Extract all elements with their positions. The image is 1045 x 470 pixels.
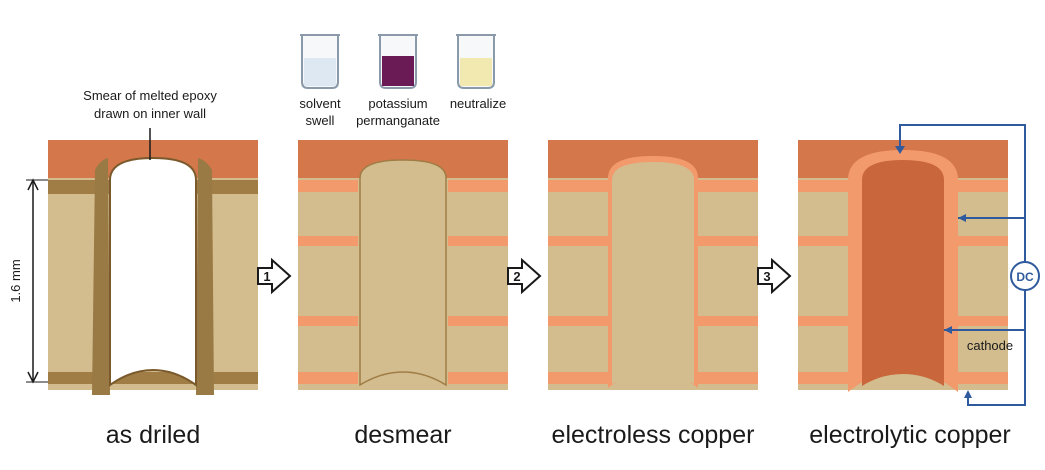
step-arrow-2: 2 bbox=[507, 257, 542, 295]
copper-layer bbox=[798, 316, 858, 326]
circuit-wire-top bbox=[899, 124, 1026, 262]
beaker-label-line-2: swell bbox=[306, 113, 335, 128]
copper-layer bbox=[448, 316, 508, 326]
panel-desmear: desmear bbox=[298, 140, 508, 449]
panel-as-drilled: Smear of melted epoxy drawn on inner wal… bbox=[8, 88, 258, 449]
cleaned-hole bbox=[359, 159, 447, 387]
step-caption: electroless copper bbox=[552, 421, 755, 449]
copper-layer bbox=[448, 372, 508, 384]
arrow-right-icon bbox=[507, 257, 542, 295]
cathode-label: cathode bbox=[967, 338, 1013, 353]
copper-layer bbox=[698, 180, 758, 192]
annotation-line-2: drawn on inner wall bbox=[94, 106, 206, 121]
copper-layer bbox=[298, 180, 358, 192]
step-caption: desmear bbox=[354, 421, 451, 449]
copper-layer bbox=[548, 236, 608, 246]
copper-layer bbox=[298, 372, 358, 384]
beaker-liquid bbox=[460, 58, 492, 86]
step-caption: electrolytic copper bbox=[809, 421, 1010, 449]
step-arrow-3: 3 bbox=[757, 257, 792, 295]
panel-electrolytic-copper: DC cathode electrolytic copper bbox=[798, 124, 1040, 449]
copper-layer bbox=[548, 180, 608, 192]
beaker-neutralize: neutralize bbox=[450, 34, 506, 111]
beaker-label-line-2: permanganate bbox=[356, 113, 440, 128]
epoxy-smear-left bbox=[92, 158, 110, 395]
dimension-label: 1.6 mm bbox=[8, 259, 23, 302]
hole-interior bbox=[612, 162, 694, 384]
beaker-label-line-1: potassium bbox=[368, 96, 427, 111]
copper-layer bbox=[548, 372, 608, 384]
copper-layer bbox=[548, 316, 608, 326]
copper-layer bbox=[798, 372, 858, 384]
beaker-liquid bbox=[382, 56, 414, 86]
step-badge: 2 bbox=[513, 269, 520, 284]
epoxy-smear-right bbox=[196, 158, 214, 395]
arrow-right-icon bbox=[257, 257, 292, 295]
copper-layer bbox=[798, 180, 858, 192]
step-badge: 3 bbox=[763, 269, 770, 284]
beaker-label-line-1: neutralize bbox=[450, 96, 506, 111]
beaker-solvent-swell: solvent swell bbox=[299, 34, 341, 128]
copper-layer bbox=[448, 180, 508, 192]
copper-layer bbox=[298, 316, 358, 326]
copper-layer bbox=[948, 372, 1008, 384]
step-arrow-1: 1 bbox=[257, 257, 292, 295]
copper-layer bbox=[948, 236, 1008, 246]
copper-layer bbox=[698, 236, 758, 246]
step-caption: as driled bbox=[106, 421, 201, 449]
current-arrow-icon bbox=[958, 214, 966, 222]
copper-layer bbox=[698, 316, 758, 326]
dc-power-source-icon bbox=[1010, 261, 1040, 291]
drilled-hole bbox=[109, 156, 197, 387]
current-arrow-icon bbox=[964, 390, 972, 398]
copper-layer bbox=[948, 180, 1008, 192]
beaker-label-line-1: solvent bbox=[299, 96, 341, 111]
copper-layer bbox=[298, 236, 358, 246]
beaker-potassium-permanganate: potassium permanganate bbox=[356, 34, 440, 128]
beaker-liquid bbox=[304, 58, 336, 86]
circuit-wire-bottom bbox=[967, 290, 1026, 406]
step-badge: 1 bbox=[263, 269, 270, 284]
copper-layer bbox=[48, 372, 258, 384]
copper-layer bbox=[948, 316, 1008, 326]
current-arrow-icon bbox=[944, 326, 952, 334]
copper-layer bbox=[798, 236, 858, 246]
copper-layer bbox=[698, 372, 758, 384]
panel-electroless-copper: electroless copper bbox=[548, 140, 758, 449]
current-arrow-icon bbox=[895, 146, 905, 154]
plated-barrel bbox=[862, 160, 944, 386]
copper-layer bbox=[448, 236, 508, 246]
arrow-right-icon bbox=[757, 257, 792, 295]
annotation-line-1: Smear of melted epoxy bbox=[83, 88, 217, 103]
dc-symbol-label: DC bbox=[1016, 270, 1034, 284]
